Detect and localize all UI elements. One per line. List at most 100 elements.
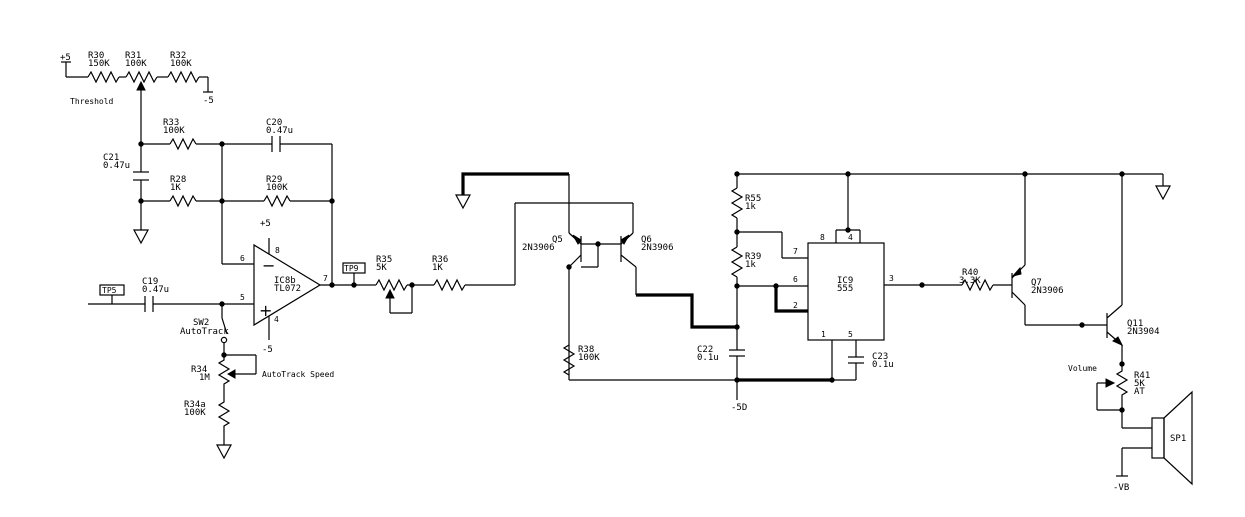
r36-ref: R36 [432,255,448,265]
c22-value: 0.1u [697,353,719,363]
wiper-arrow-r34 [226,369,236,379]
resistor-r39 [730,246,744,278]
supply-neg5-top: -5 [203,96,214,106]
r34-ref: R34 [191,365,207,375]
c21-value: 0.47u [103,161,130,171]
speaker-sp1-cone [1163,390,1193,486]
wiper-arrow-r41 [1105,378,1116,388]
supply-neg-vb: -VB [1113,483,1129,493]
r40-ref: R40 [962,268,978,278]
r34a-value: 100K [184,408,206,418]
opamp-pin-4: 4 [274,315,279,324]
r29-ref: R29 [266,175,282,185]
r38-ref: R38 [578,345,594,355]
r31-ref: R31 [125,51,141,61]
timer-ic9 [729,171,1172,400]
c20-ref: C20 [266,118,282,128]
ground-symbol-right [1154,185,1172,201]
resistor-r33 [169,137,197,151]
sw2-label: AutoTrack [180,327,229,337]
r36-value: 1K [432,263,443,273]
c23-ref: C23 [872,352,888,362]
ic9-pin-8: 8 [820,233,825,242]
input-stage [88,284,225,312]
testpoint-tp5: TP5 [102,286,117,295]
r30-ref: R30 [88,51,104,61]
wiper-arrow-r31 [136,80,146,91]
ic9-pin-3: 3 [889,274,894,283]
switch-sw2-lever [221,317,228,335]
opamp-supply-neg: -5 [262,345,273,355]
testpoint-tp5-box [99,284,125,296]
r55-ref: R55 [745,194,761,204]
c20-value: 0.47u [266,126,293,136]
volume-label: Volume [1068,364,1097,373]
r30-value: 150K [88,59,110,69]
resistor-r30 [87,70,120,84]
ground-symbol-c21 [132,229,150,245]
testpoint-tp9: TP9 [344,264,359,273]
opamp-pin-6: 6 [240,254,245,263]
c22-ref: C22 [697,345,713,355]
opamp-ref: IC8b [274,276,296,286]
c19-value: 0.47u [142,285,169,295]
transistor-q11-emitter-arrow [1112,336,1124,347]
q5-ref: Q5 [552,235,563,245]
r35-value: 5K [376,263,387,273]
resistor-r36 [433,278,466,292]
c23-value: 0.1u [872,360,894,370]
supply-pos5-top: +5 [60,53,71,63]
c19-ref: C19 [142,277,158,287]
wiper-arrow-r35 [385,288,395,299]
r33-value: 100K [163,126,185,136]
ic9-ref: IC9 [837,276,853,286]
opamp-pin-5: 5 [240,293,245,302]
transistor-pair-q5-q6 [454,172,737,381]
output-driver [961,171,1193,486]
ic9-pin-7: 7 [793,247,798,256]
ic9-pin-4: 4 [848,233,853,242]
r40-value: 3.3K [959,276,981,286]
r33-ref: R33 [163,118,179,128]
transistor-q5-emitter-arrow [572,234,582,245]
opamp-supply-pos: +5 [260,219,271,229]
c21-ref: C21 [103,153,119,163]
r32-value: 100K [170,59,192,69]
r32-ref: R32 [170,51,186,61]
resistor-r29 [263,194,291,208]
opamp-pin-7: 7 [323,274,328,283]
ic9-pin-1: 1 [821,330,826,339]
transistor-q7-emitter-arrow [1011,266,1022,277]
opamp-part: TL072 [274,284,301,294]
resistor-r55 [730,187,744,219]
opamp-pin-8: 8 [275,246,280,255]
q7-ref: Q7 [1031,278,1042,288]
threshold-divider [61,61,213,144]
autotrack-branch [215,304,257,460]
switch-sw2-contact [220,336,228,344]
resistor-r32 [167,70,200,84]
potentiometer-r34 [217,355,231,388]
r29-value: 100K [266,183,288,193]
threshold-label: Threshold [70,97,114,106]
q11-part: 2N3904 [1127,327,1160,337]
r41-taper: AT [1134,387,1145,397]
transistor-q6-emitter-arrow [620,234,630,245]
resistor-r40 [961,278,994,292]
sw2-ref: SW2 [193,318,209,328]
ic9-pin-2: 2 [793,301,798,310]
resistor-r34a [217,396,231,430]
ic9-pin-6: 6 [793,275,798,284]
opamp-minus-sign: − [262,256,275,275]
r39-ref: R39 [745,252,761,262]
r41-ref: R41 [1134,371,1150,381]
ground-symbol-q5 [454,194,472,210]
r35-ref: R35 [376,255,392,265]
r39-value: 1k [745,260,756,270]
r38-value: 100K [578,353,600,363]
timer-ic9-body [807,242,885,341]
r34-value: 1M [199,373,210,383]
output-coupling [342,202,633,314]
feedback-network [132,136,335,285]
